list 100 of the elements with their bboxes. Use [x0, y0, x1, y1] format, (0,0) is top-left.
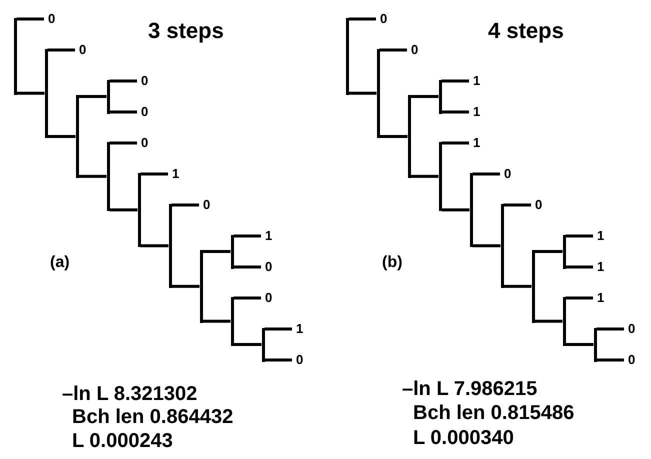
branch-line [48, 134, 76, 138]
branch-line [380, 134, 408, 138]
branch-line [348, 18, 376, 20]
statistic: –ln L 8.321302 [62, 383, 198, 406]
leaf-label: 0 [137, 104, 148, 120]
branch-line [566, 296, 593, 300]
clade-bar [138, 172, 140, 248]
clade-bar [200, 250, 202, 323]
branch-line [442, 110, 469, 114]
branch-line [78, 95, 106, 98]
branch-line [234, 343, 262, 346]
leaf-label: 0 [137, 135, 148, 151]
leaf-label: 0 [500, 166, 512, 182]
statistic: Bch len 0.815486 [413, 402, 574, 425]
branch-line [442, 80, 469, 82]
statistic: L 0.000243 [72, 430, 173, 453]
leaf-label: 0 [75, 42, 86, 58]
branch-line [442, 208, 470, 212]
branch-line [202, 250, 230, 253]
leaf-label: 0 [292, 352, 304, 368]
leaf-label: 0 [407, 42, 418, 58]
clade-bar [346, 18, 348, 95]
branch-line [472, 172, 500, 176]
clade-bar [532, 250, 534, 323]
branch-line [110, 208, 138, 212]
branch-line [534, 320, 562, 323]
clade-bar [230, 296, 234, 346]
tree-heading: 4 steps [488, 18, 564, 44]
clade-bar [262, 328, 264, 362]
branch-line [410, 174, 438, 178]
branch-line [566, 266, 593, 268]
branch-line [504, 284, 532, 288]
branch-line [596, 358, 624, 362]
branch-line [172, 284, 200, 288]
branch-line [140, 244, 168, 248]
statistic: Bch len 0.864432 [72, 406, 234, 429]
branch-line [380, 48, 407, 52]
statistic: L 0.000340 [413, 427, 514, 450]
clade-bar [168, 204, 172, 288]
clade-bar [106, 142, 110, 212]
branch-line [110, 80, 137, 82]
clade-bar [438, 80, 442, 114]
leaf-label: 0 [261, 259, 272, 275]
branch-line [264, 358, 292, 362]
clade-bar [44, 48, 48, 138]
clade-bar [500, 204, 504, 288]
tree-heading: 3 steps [148, 18, 224, 44]
leaf-label: 0 [199, 197, 210, 213]
branch-line [110, 110, 137, 114]
leaf-label: 1 [593, 290, 604, 306]
statistic: –ln L 7.986215 [402, 378, 538, 401]
leaf-label: 1 [469, 73, 480, 89]
clade-bar [594, 328, 596, 362]
branch-line [48, 48, 75, 52]
branch-line [504, 204, 531, 206]
branch-line [472, 244, 500, 248]
branch-line [566, 343, 594, 346]
clade-bar [562, 296, 566, 346]
leaf-label: 1 [292, 321, 304, 337]
clade-bar [438, 142, 442, 212]
clade-bar [376, 48, 380, 138]
leaf-label: 0 [531, 197, 542, 213]
branch-line [596, 328, 624, 330]
branch-line [16, 18, 44, 20]
branch-line [140, 172, 168, 176]
branch-line [234, 296, 261, 300]
leaf-label: 1 [168, 166, 180, 182]
leaf-label: 1 [593, 228, 604, 244]
branch-line [234, 266, 261, 268]
leaf-label: 1 [469, 135, 480, 151]
leaf-label: 1 [593, 259, 604, 275]
clade-bar [408, 95, 410, 178]
branch-line [202, 320, 230, 323]
panel-label: (a) [50, 254, 70, 272]
leaf-label: 0 [137, 73, 148, 89]
branch-line [348, 92, 376, 95]
branch-line [442, 142, 469, 144]
branch-line [566, 234, 593, 238]
leaf-label: 0 [44, 11, 56, 27]
branch-line [264, 328, 292, 330]
clade-bar [230, 234, 234, 268]
clade-bar [562, 234, 566, 268]
leaf-label: 0 [624, 352, 636, 368]
clade-bar [14, 18, 16, 95]
clade-bar [106, 80, 110, 114]
branch-line [110, 142, 137, 144]
branch-line [410, 95, 438, 98]
leaf-label: 0 [376, 11, 388, 27]
branch-line [234, 234, 261, 238]
leaf-label: 1 [261, 228, 272, 244]
branch-line [78, 174, 106, 178]
leaf-label: 0 [624, 321, 636, 337]
panel-label: (b) [382, 254, 402, 272]
clade-bar [76, 95, 78, 178]
branch-line [534, 250, 562, 253]
leaf-label: 1 [469, 104, 480, 120]
leaf-label: 0 [261, 290, 272, 306]
clade-bar [470, 172, 472, 248]
branch-line [16, 92, 44, 95]
branch-line [172, 204, 199, 206]
